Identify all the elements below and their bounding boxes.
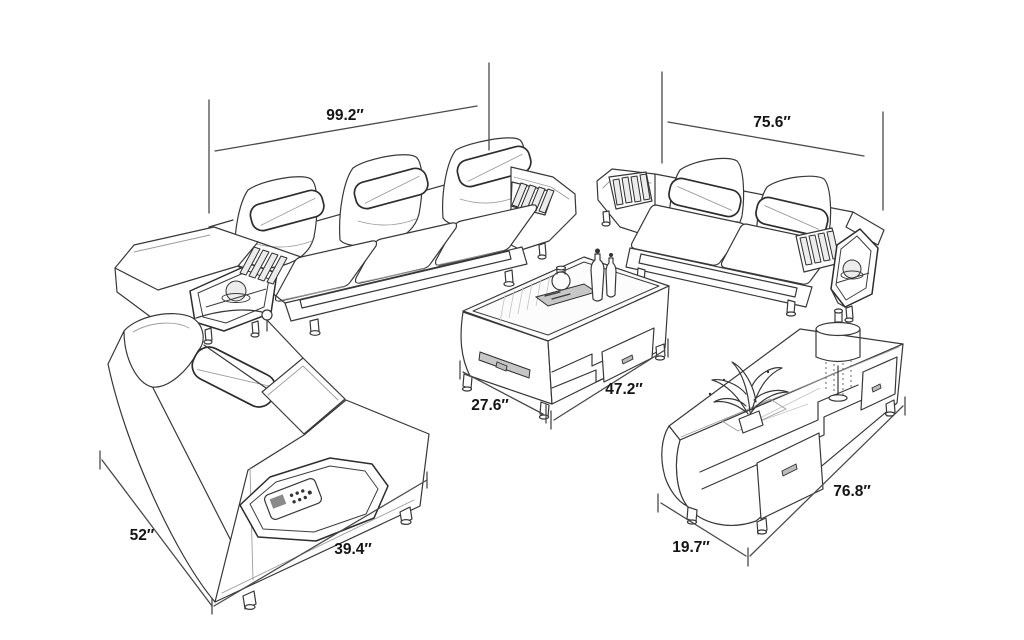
dim-label-tv-stand-depth: 19.7″ [672,539,710,556]
sofa3-left-arm [114,226,302,345]
tv-stand-drawing [661,308,904,535]
dimension-line [667,121,865,157]
dimension-tv-stand-width: 76.8″ [749,396,906,557]
dim-label-armchair-depth: 52″ [130,527,155,544]
sofa2-right-arm [795,211,885,323]
dimension-line [660,502,747,557]
sofa3-seat-cushions [274,204,538,302]
three-seat-sofa-drawing [114,137,577,345]
sofa3-base [284,246,528,336]
dimension-sofa2-width: 75.6″ [661,71,884,211]
coffee-table-glass-reflections [499,274,551,323]
armchair-drawing [107,309,430,610]
dimension-armchair-width: 39.4″ [213,471,428,607]
sofa2-base [625,247,813,317]
sofa2-left-end-cap [596,168,656,237]
coffee-table-drawing [460,248,670,420]
dimension-armchair-depth: 52″ [99,450,213,615]
dim-label-armchair-width: 39.4″ [334,541,372,558]
tv-stand-lamp [815,308,861,402]
dimension-line [462,371,544,415]
dimension-tv-stand-depth: 19.7″ [657,493,749,567]
dimension-line [101,459,213,607]
tv-stand-front-design [699,356,898,520]
dimension-line [553,349,666,421]
dim-label-sofa2-width: 75.6″ [753,114,791,131]
dimension-coffee-table-width: 47.2″ [550,338,669,430]
dimension-line [749,405,904,557]
sofa3-headrest-pillows [249,145,532,232]
dim-label-tv-stand-width: 76.8″ [833,483,871,500]
dim-label-coffee-table-depth: 27.6″ [471,397,509,414]
dimension-line [214,105,478,152]
armchair-feet [242,506,413,610]
armchair-headrest-pillow [191,346,277,408]
sofa2-headrest-pillows [668,177,829,237]
dim-label-coffee-table-width: 47.2″ [605,381,643,398]
two-seat-sofa-drawing [596,157,885,323]
dimension-sofa3-width: 99.2″ [208,62,490,214]
dimension-coffee-table-depth: 27.6″ [459,360,547,424]
dim-label-sofa3-width: 99.2″ [326,107,364,124]
coffee-table-decor [534,248,617,307]
sofa3-right-end-cap [510,166,577,260]
armchair-remote [263,478,323,520]
tv-stand-plant [708,361,789,434]
dimension-line [213,479,428,607]
